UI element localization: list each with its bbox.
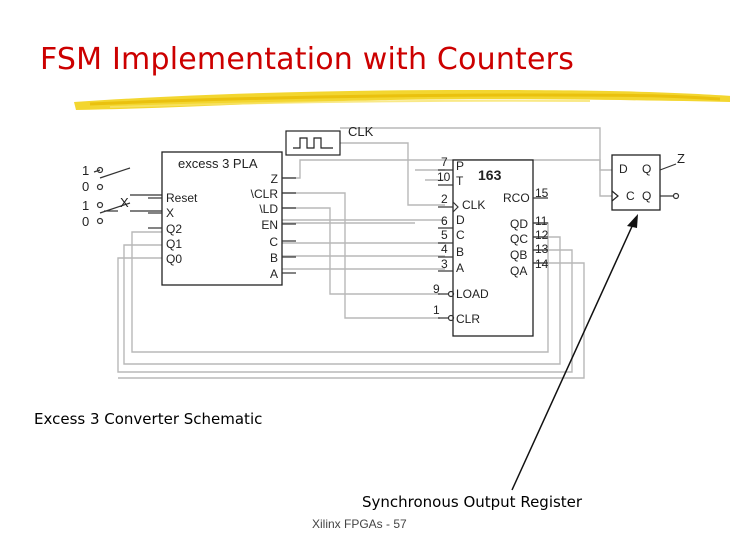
pla-output-clr: \CLR [251, 187, 279, 201]
pla-output-z: Z [271, 172, 278, 186]
counter-163-block: 163 7 10 2 6 5 4 3 9 1 P T CLK D C B A L… [433, 155, 549, 337]
pla-title: excess 3 PLA [178, 156, 258, 171]
pla-output-en: EN [261, 218, 278, 232]
pin-label-b: B [456, 245, 464, 259]
clock-label: CLK [348, 124, 374, 139]
pointer-arrow [511, 214, 638, 491]
caption-excess3: Excess 3 Converter Schematic [34, 410, 263, 428]
counter-part-number: 163 [478, 167, 502, 183]
output-flipflop: D Q C Q Z [611, 151, 685, 211]
ff-label-qbar: Q [642, 189, 651, 203]
pin-num-14: 14 [535, 257, 549, 271]
clock-source: CLK [285, 124, 374, 156]
input-switches [93, 166, 162, 225]
pin-label-clk: CLK [462, 198, 485, 212]
pin-label-t: T [456, 174, 464, 188]
pin-num-13: 13 [535, 242, 549, 256]
pin-num-1: 1 [433, 303, 440, 317]
switch-label-1a: 1 [82, 163, 89, 178]
pin-num-15: 15 [535, 186, 549, 200]
pla-output-a: A [270, 267, 278, 281]
ff-label-d: D [619, 162, 628, 176]
pla-output-ld: \LD [259, 202, 278, 216]
pin-num-12: 12 [535, 228, 549, 242]
pla-block: excess 3 PLA Reset X Q2 Q1 Q0 Z \CLR \LD… [161, 151, 283, 286]
pla-output-c: C [269, 235, 278, 249]
pin-label-qa: QA [510, 264, 527, 278]
pla-input-reset: Reset [166, 191, 198, 205]
ff-label-q: Q [642, 162, 651, 176]
title-underline-brushstroke [74, 90, 730, 110]
pin-label-load: LOAD [456, 287, 489, 301]
pla-input-q2: Q2 [166, 222, 182, 236]
caption-output-register: Synchronous Output Register [362, 493, 583, 511]
pin-label-p: P [456, 159, 464, 173]
pin-label-qb: QB [510, 248, 527, 262]
pla-input-x: X [166, 206, 174, 220]
pin-num-6: 6 [441, 214, 448, 228]
pin-label-clr: CLR [456, 312, 480, 326]
ff-output-z: Z [677, 151, 685, 166]
pin-num-9: 9 [433, 282, 440, 296]
ff-label-c: C [626, 189, 635, 203]
pin-label-rco: RCO [503, 191, 530, 205]
pin-label-a: A [456, 261, 464, 275]
pin-num-11: 11 [535, 214, 548, 228]
switch-label-0b: 0 [82, 214, 89, 229]
pin-num-5: 5 [441, 228, 448, 242]
pla-output-b: B [270, 251, 278, 265]
pin-label-qd: QD [510, 217, 528, 231]
slide-footer: Xilinx FPGAs - 57 [312, 517, 407, 531]
pin-label-c: C [456, 228, 465, 242]
pin-num-2: 2 [441, 192, 448, 206]
pla-input-q1: Q1 [166, 237, 182, 251]
pin-num-7: 7 [441, 155, 448, 169]
pla-input-stubs [148, 197, 162, 229]
pin-num-3: 3 [441, 257, 448, 271]
pin-num-4: 4 [441, 242, 448, 256]
switch-label-0a: 0 [82, 179, 89, 194]
switch-label-1b: 1 [82, 198, 89, 213]
pin-label-qc: QC [510, 232, 528, 246]
x-input-label: X [120, 195, 129, 210]
pla-output-stubs [282, 177, 296, 274]
pin-label-d: D [456, 213, 465, 227]
slide-title: FSM Implementation with Counters [40, 42, 575, 77]
pla-input-q0: Q0 [166, 252, 182, 266]
pin-num-10: 10 [437, 170, 451, 184]
counter-pin-stubs [438, 169, 548, 322]
